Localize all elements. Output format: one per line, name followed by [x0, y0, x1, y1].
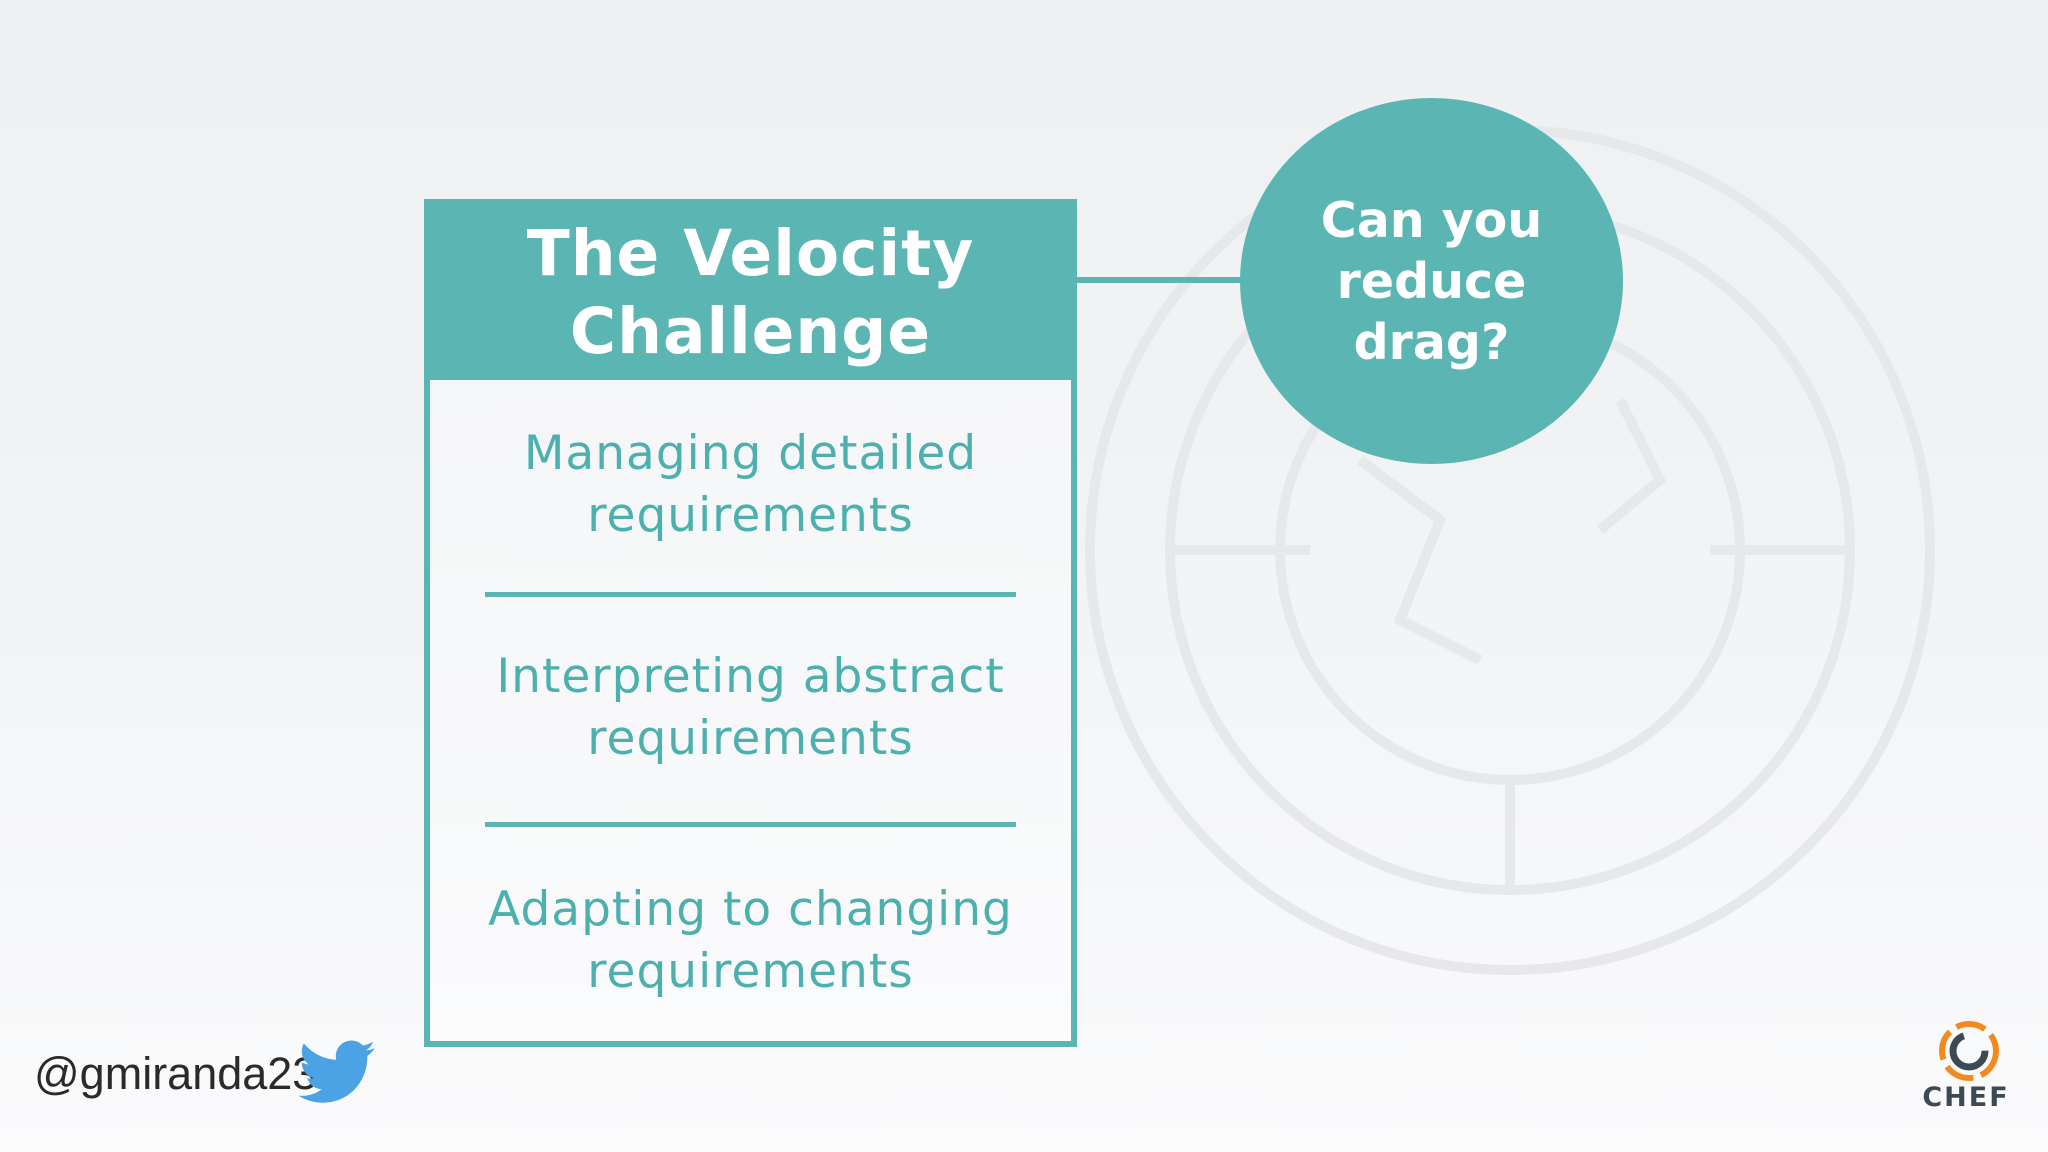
card-title: The Velocity Challenge	[526, 216, 975, 368]
item-divider	[485, 822, 1016, 827]
velocity-challenge-card: The Velocity Challenge Managing detailed…	[424, 199, 1077, 1047]
question-bubble: Can you reduce drag?	[1240, 98, 1623, 464]
chef-logo: CHEF	[1918, 1020, 2014, 1120]
challenge-item-changing: Adapting to changing requirements	[488, 882, 1013, 999]
item-divider	[485, 592, 1016, 597]
challenge-item-detailed: Managing detailed requirements	[523, 426, 978, 543]
question-text: Can you reduce drag?	[1320, 191, 1543, 371]
twitter-bird-icon	[298, 1040, 376, 1103]
connector-line	[1077, 277, 1241, 283]
chef-logo-text: CHEF	[1922, 1082, 2010, 1113]
challenge-item-abstract: Interpreting abstract requirements	[496, 649, 1005, 766]
card-header: The Velocity Challenge	[430, 205, 1071, 380]
twitter-handle: @gmiranda23	[34, 1048, 318, 1099]
chef-logo-icon	[1939, 1021, 1999, 1081]
